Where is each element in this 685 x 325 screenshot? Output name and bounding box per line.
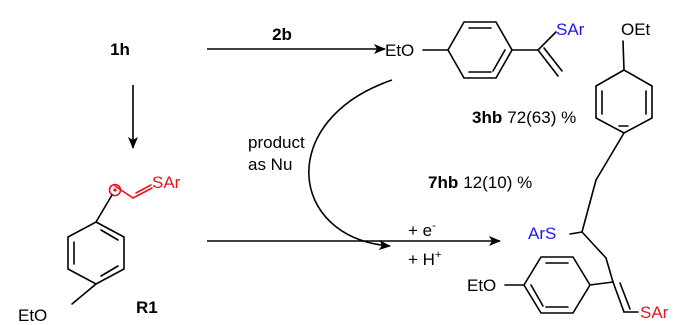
benzene-ring-7hb-lower (523, 256, 591, 314)
ars-group-7hb: ArS (528, 224, 556, 243)
product-7hb-yield-line: 7hb 12(10) % (428, 173, 532, 192)
proton-condition: + H+ (408, 249, 441, 269)
sar-group-3hb: SAr (556, 20, 585, 39)
curved-arrow-nu (308, 79, 393, 251)
sar-group-7hb: SAr (640, 303, 669, 322)
product-3hb-yield: 72(63) % (507, 108, 576, 127)
compound-1h-label: 1h (110, 40, 130, 59)
product-3hb-label: 3hb (472, 108, 502, 127)
product-7hb-yield: 12(10) % (463, 173, 532, 192)
radical-dot-icon (113, 188, 117, 192)
nu-label-line2: as Nu (248, 155, 292, 174)
benzene-ring-r1 (67, 221, 125, 285)
oet-group-7hb: OEt (621, 20, 651, 39)
nu-label-line1: product (248, 133, 305, 152)
eto-group-r1: EtO (18, 306, 47, 325)
eto-group-7hb: EtO (467, 276, 496, 295)
benzene-ring-3hb (447, 21, 513, 79)
product-3hb-yield-line: 3hb 72(63) % (472, 108, 576, 127)
reagent-2b-label: 2b (272, 25, 292, 44)
product-7hb-label: 7hb (428, 173, 458, 192)
eto-group-3hb: EtO (385, 41, 414, 60)
benzene-ring-7hb-upper (595, 69, 653, 134)
sar-group-r1: SAr (152, 173, 181, 192)
electron-condition: + e- (408, 220, 436, 240)
radical-r1-label: R1 (136, 298, 158, 317)
